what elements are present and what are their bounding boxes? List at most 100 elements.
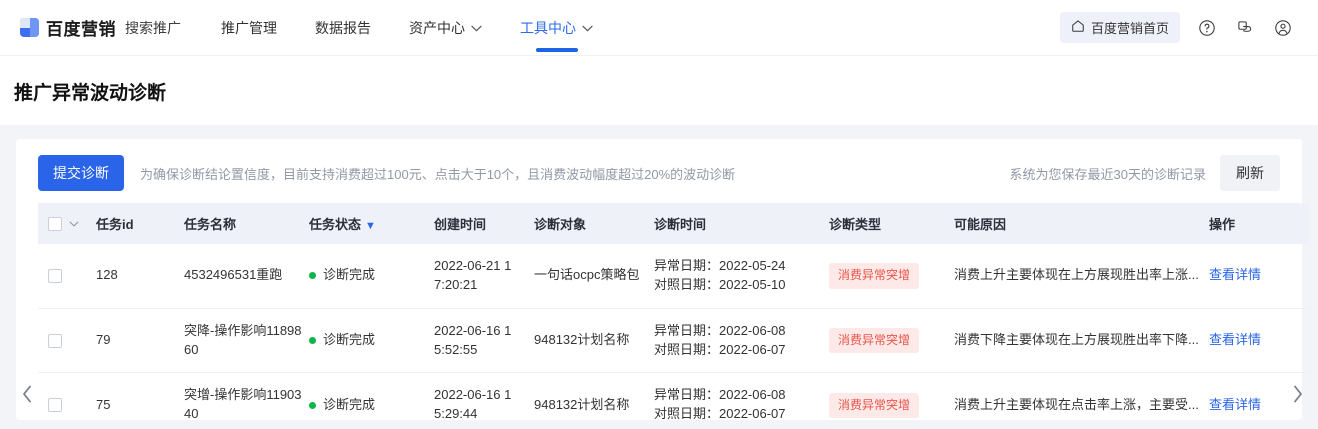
row-checkbox[interactable] xyxy=(48,398,62,413)
nav-item-tool-center[interactable]: 工具中心 xyxy=(520,0,593,56)
nav-item-promotion-management[interactable]: 推广管理 xyxy=(221,0,277,56)
diagnosis-panel: 提交诊断 为确保诊断结论置信度，目前支持消费超过100元、点击大于10个，且消费… xyxy=(16,139,1309,429)
td-task-status: 诊断完成 xyxy=(309,308,434,374)
submit-diagnosis-button[interactable]: 提交诊断 xyxy=(38,155,124,191)
compare-date: 对照日期：2022-05-10 xyxy=(654,276,786,292)
td-create-time: 2022-06-16 1 5:29:44 xyxy=(434,372,534,429)
td-action: 查看详情 xyxy=(1209,244,1309,309)
brand-name: 百度营销 xyxy=(46,20,116,39)
th-select-all xyxy=(38,203,96,244)
compare-date: 对照日期：2022-06-07 xyxy=(654,406,786,422)
home-icon xyxy=(1071,19,1085,36)
diagnosis-table: 任务id 任务名称 任务状态▼ 创建时间 诊断对象 诊断时间 诊断类型 可能原因… xyxy=(38,203,1309,429)
status-label: 诊断完成 xyxy=(323,267,376,283)
possible-reason-text: 消费上升主要体现在点击率上涨，主要受... xyxy=(954,396,1199,412)
th-task-status[interactable]: 任务状态▼ xyxy=(309,203,434,244)
baidu-logo-icon xyxy=(20,18,39,37)
select-all-checkbox[interactable] xyxy=(48,216,62,231)
nav-label: 推广管理 xyxy=(221,19,277,36)
th-task-name: 任务名称 xyxy=(184,203,309,244)
filter-icon[interactable]: ▼ xyxy=(365,220,376,232)
table-row: 75 突增-操作影响11903 40 诊断完成 2022-06-16 1 5:2… xyxy=(38,372,1309,429)
td-task-status: 诊断完成 xyxy=(309,244,434,309)
abnormal-date: 异常日期：2022-06-08 xyxy=(654,387,786,403)
status-label: 诊断完成 xyxy=(323,396,376,412)
th-diag-object: 诊断对象 xyxy=(534,203,654,244)
toolbar-right: 系统为您保存最近30天的诊断记录 刷新 xyxy=(1010,155,1280,191)
td-possible-reason: 消费上升主要体现在点击率上涨，主要受... xyxy=(954,372,1209,429)
chevron-right-icon xyxy=(1293,385,1302,403)
diag-type-badge: 消费异常突增 xyxy=(829,327,920,354)
td-diag-object: 一句话ocpc策略包 xyxy=(534,244,654,309)
content-background-spacer xyxy=(0,125,1318,139)
td-row-checkbox xyxy=(38,244,96,309)
chevron-down-icon[interactable] xyxy=(69,221,79,227)
table-head: 任务id 任务名称 任务状态▼ 创建时间 诊断对象 诊断时间 诊断类型 可能原因… xyxy=(38,203,1309,244)
td-diag-type: 消费异常突增 xyxy=(829,372,954,429)
td-diag-object: 948132计划名称 xyxy=(534,308,654,374)
td-diag-type: 消费异常突增 xyxy=(829,244,954,309)
view-details-link[interactable]: 查看详情 xyxy=(1209,396,1262,412)
th-possible-reason: 可能原因 xyxy=(954,203,1209,244)
retention-note: 系统为您保存最近30天的诊断记录 xyxy=(1009,166,1206,182)
td-task-name: 突降-操作影响11898 60 xyxy=(184,308,309,374)
page-title: 推广异常波动诊断 xyxy=(14,83,167,104)
view-details-link[interactable]: 查看详情 xyxy=(1209,332,1262,348)
td-row-checkbox xyxy=(38,308,96,374)
td-diag-type: 消费异常突增 xyxy=(829,308,954,374)
status-label: 诊断完成 xyxy=(323,332,376,348)
td-task-status: 诊断完成 xyxy=(309,372,434,429)
refresh-button[interactable]: 刷新 xyxy=(1220,155,1280,191)
page-header: 推广异常波动诊断 xyxy=(0,56,1318,125)
td-task-id: 128 xyxy=(96,244,184,309)
panel-toolbar: 提交诊断 为确保诊断结论置信度，目前支持消费超过100元、点击大于10个，且消费… xyxy=(16,139,1302,203)
help-icon[interactable] xyxy=(1196,17,1218,39)
table-row: 128 4532496531重跑 诊断完成 2022-06-21 1 7:20:… xyxy=(38,244,1309,309)
active-tab-indicator xyxy=(535,47,578,52)
possible-reason-text: 消费上升主要体现在上方展现胜出率上涨... xyxy=(954,267,1199,283)
td-task-id: 79 xyxy=(96,308,184,374)
td-possible-reason: 消费下降主要体现在上方展现胜出率下降... xyxy=(954,308,1209,374)
td-task-name: 4532496531重跑 xyxy=(184,244,309,309)
td-task-name: 突增-操作影响11903 40 xyxy=(184,372,309,429)
primary-nav: 推广管理 数据报告 资产中心 工具中心 xyxy=(221,0,631,56)
row-checkbox[interactable] xyxy=(48,333,62,348)
marketing-home-label: 百度营销首页 xyxy=(1090,21,1169,36)
td-diag-time: 异常日期：2022-05-24 对照日期：2022-05-10 xyxy=(654,244,829,309)
td-create-time: 2022-06-16 1 5:52:55 xyxy=(434,308,534,374)
possible-reason-text: 消费下降主要体现在上方展现胜出率下降... xyxy=(954,332,1199,348)
th-task-id: 任务id xyxy=(96,203,184,244)
nav-item-data-report[interactable]: 数据报告 xyxy=(315,0,371,56)
table-body: 128 4532496531重跑 诊断完成 2022-06-21 1 7:20:… xyxy=(38,244,1309,429)
chevron-down-icon xyxy=(582,25,593,32)
nav-label: 资产中心 xyxy=(409,19,465,36)
status-dot-icon xyxy=(309,401,316,409)
th-task-status-label: 任务状态 xyxy=(309,217,362,232)
content-area: 提交诊断 为确保诊断结论置信度，目前支持消费超过100元、点击大于10个，且消费… xyxy=(0,139,1318,429)
scroll-right-button[interactable] xyxy=(1286,377,1308,411)
row-checkbox[interactable] xyxy=(48,268,62,283)
th-diag-time: 诊断时间 xyxy=(654,203,829,244)
chevron-down-icon xyxy=(471,25,482,32)
nav-right-actions: 百度营销首页 xyxy=(1059,12,1294,43)
copy-icon[interactable] xyxy=(1234,17,1256,39)
scroll-left-button[interactable] xyxy=(16,377,38,411)
diag-type-badge: 消费异常突增 xyxy=(829,263,920,289)
chevron-left-icon xyxy=(22,385,31,403)
td-diag-time: 异常日期：2022-06-08 对照日期：2022-06-07 xyxy=(654,372,829,429)
status-dot-icon xyxy=(309,337,316,345)
brand-logo[interactable]: 百度营销 搜索推广 xyxy=(20,15,181,40)
marketing-home-button[interactable]: 百度营销首页 xyxy=(1059,12,1180,43)
abnormal-date: 异常日期：2022-06-08 xyxy=(654,322,786,338)
view-details-link[interactable]: 查看详情 xyxy=(1209,267,1262,283)
nav-item-asset-center[interactable]: 资产中心 xyxy=(409,0,482,56)
abnormal-date: 异常日期：2022-05-24 xyxy=(654,258,786,273)
diag-type-badge: 消费异常突增 xyxy=(829,392,920,418)
brand-subtitle: 搜索推广 xyxy=(125,19,181,36)
account-icon[interactable] xyxy=(1272,17,1294,39)
td-diag-time: 异常日期：2022-06-08 对照日期：2022-06-07 xyxy=(654,308,829,374)
td-diag-object: 948132计划名称 xyxy=(534,372,654,429)
td-action: 查看详情 xyxy=(1209,308,1309,374)
table-header-row: 任务id 任务名称 任务状态▼ 创建时间 诊断对象 诊断时间 诊断类型 可能原因… xyxy=(38,203,1309,244)
compare-date: 对照日期：2022-06-07 xyxy=(654,341,786,357)
